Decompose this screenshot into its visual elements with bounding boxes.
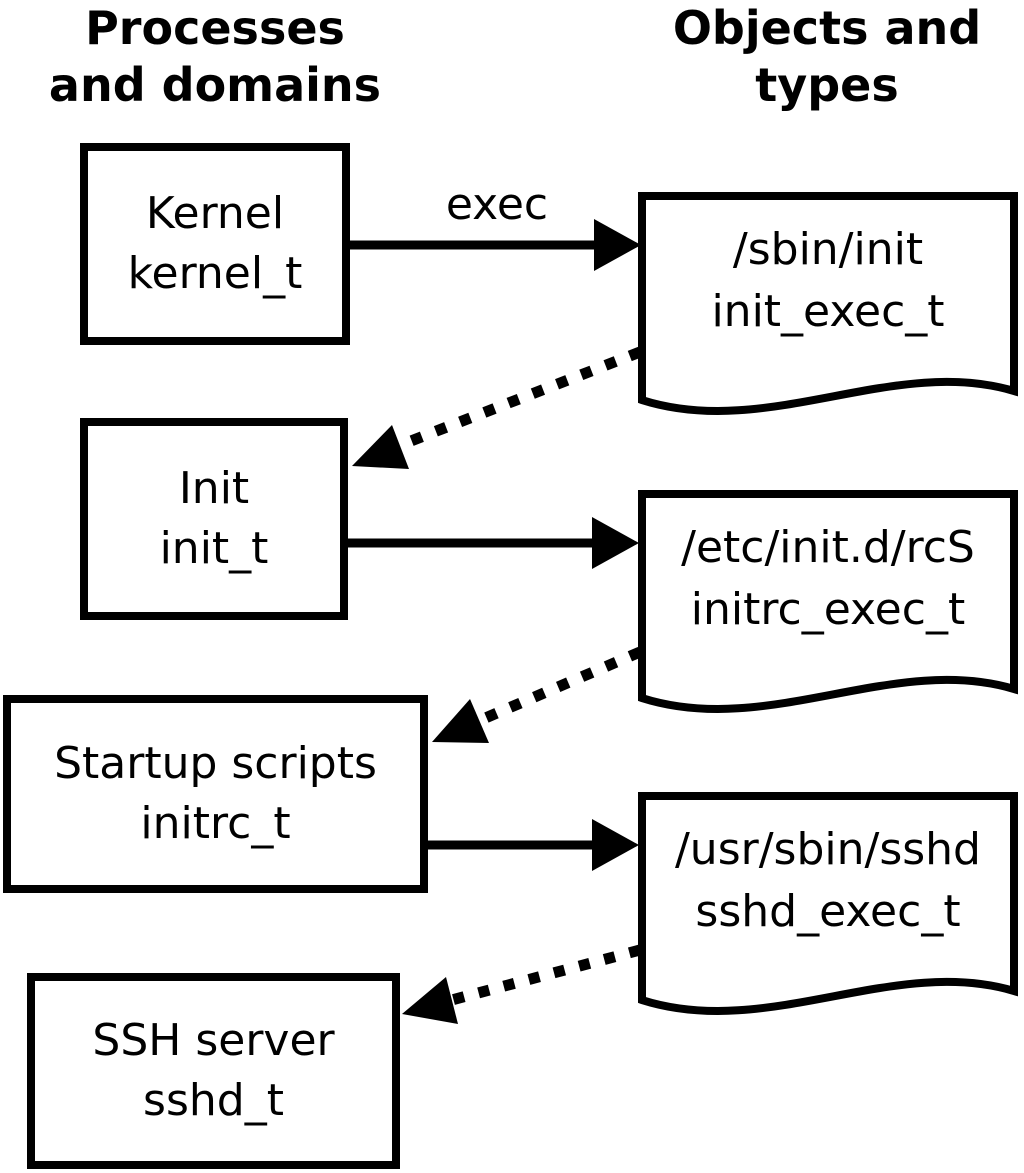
transition-arrow-sbin-init-to-init bbox=[396, 346, 642, 452]
object-type: initrc_exec_t bbox=[690, 584, 966, 635]
process-label: SSH server bbox=[92, 1015, 335, 1066]
column-header-processes: Processes and domains bbox=[0, 0, 430, 114]
process-domain: kernel_t bbox=[127, 248, 303, 299]
transition-arrow-sshd-to-sshserver bbox=[446, 944, 642, 1007]
exec-arrowhead-startup-to-sshd bbox=[592, 819, 639, 871]
document-shape-sbin-init bbox=[638, 192, 1018, 415]
object-doc-etc-initd-rcs: /etc/init.d/rcS initrc_exec_t bbox=[642, 517, 1014, 641]
process-box-startup-scripts: Startup scripts initrc_t bbox=[3, 695, 428, 893]
process-label: Startup scripts bbox=[54, 738, 377, 789]
process-box-init: Init init_t bbox=[80, 418, 348, 620]
column-header-objects-line1: Objects and bbox=[672, 1, 982, 55]
object-path: /etc/init.d/rcS bbox=[681, 522, 975, 573]
object-doc-sbin-init: /sbin/init init_exec_t bbox=[642, 219, 1014, 343]
object-type: init_exec_t bbox=[711, 286, 945, 337]
transition-arrowhead-sbin-init-to-init bbox=[352, 425, 409, 469]
process-box-kernel: Kernel kernel_t bbox=[80, 143, 350, 345]
exec-arrowhead-init-to-rcs bbox=[592, 517, 639, 569]
exec-arrow-label: exec bbox=[445, 179, 549, 230]
process-label: Init bbox=[178, 463, 250, 514]
transition-arrowhead-rcs-to-startup bbox=[432, 699, 489, 743]
column-header-objects-line2: types bbox=[755, 58, 899, 112]
column-header-processes-line2: and domains bbox=[48, 58, 382, 112]
document-shape-etc-initd-rcs bbox=[638, 490, 1018, 713]
object-doc-usr-sbin-sshd: /usr/sbin/sshd sshd_exec_t bbox=[642, 819, 1014, 943]
exec-arrowhead-kernel-to-sbin-init bbox=[594, 219, 641, 271]
object-type: sshd_exec_t bbox=[695, 886, 961, 937]
transition-arrowhead-sshd-to-sshserver bbox=[402, 977, 458, 1024]
process-label: Kernel bbox=[145, 188, 285, 239]
process-domain: init_t bbox=[159, 523, 269, 574]
column-header-processes-line1: Processes bbox=[85, 1, 345, 55]
process-domain: sshd_t bbox=[143, 1075, 284, 1126]
process-domain: initrc_t bbox=[140, 798, 291, 849]
transition-arrow-rcs-to-startup bbox=[473, 646, 643, 728]
document-shape-usr-sbin-sshd bbox=[638, 792, 1018, 1015]
object-path: /sbin/init bbox=[732, 224, 924, 275]
process-box-ssh-server: SSH server sshd_t bbox=[27, 973, 400, 1169]
object-path: /usr/sbin/sshd bbox=[674, 824, 981, 875]
column-header-objects: Objects and types bbox=[630, 0, 1024, 114]
